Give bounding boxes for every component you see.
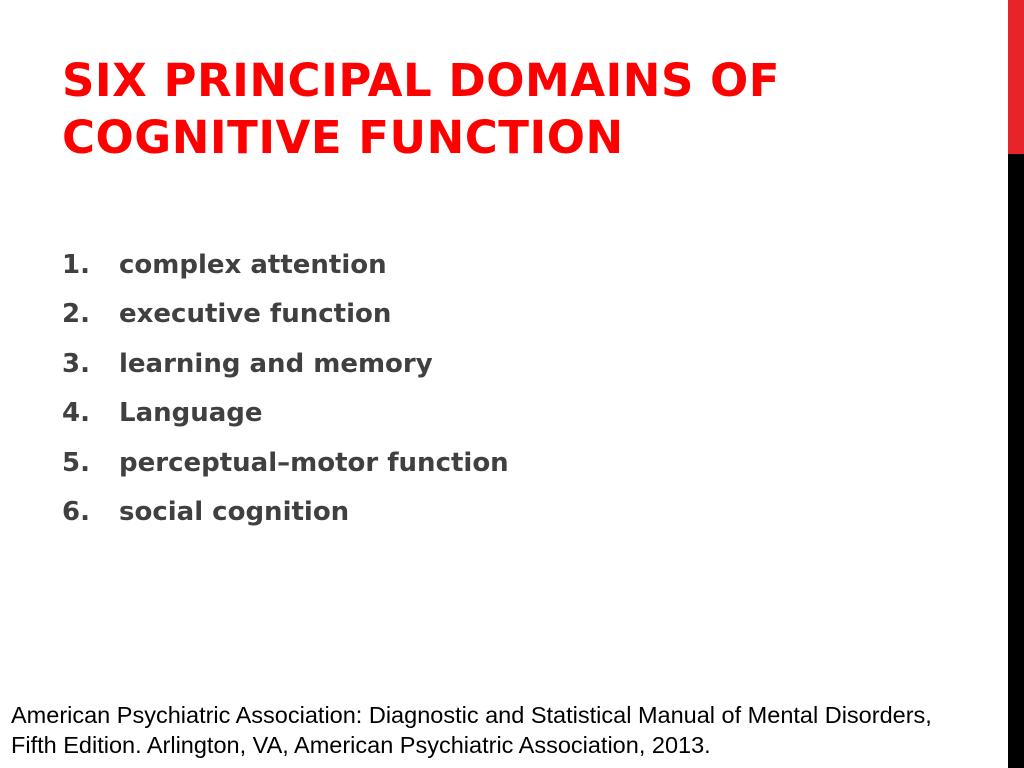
accent-bar-black	[1008, 154, 1024, 768]
citation-line-1: American Psychiatric Association: Diagno…	[11, 702, 932, 728]
list-item-label: complex attention	[119, 250, 387, 280]
list-item: 5. perceptual–motor function	[62, 448, 509, 497]
list-item-number: 6.	[62, 496, 90, 527]
list-item-label: social cognition	[119, 496, 350, 527]
list-item-number: 4.	[62, 398, 90, 429]
citation: American Psychiatric Association: Diagno…	[11, 700, 1011, 760]
list-item-label: perceptual–motor function	[119, 447, 509, 478]
citation-line-2: Fifth Edition. Arlington, VA, American P…	[11, 732, 711, 758]
list-item-label: executive function	[119, 299, 392, 330]
list-item: 2. executive function	[62, 299, 509, 348]
list-item: 4. Language	[62, 398, 509, 447]
list-item-number: 2.	[62, 299, 90, 330]
list-item-label: learning and memory	[119, 348, 433, 379]
list-item-number: 5.	[62, 447, 90, 478]
list-item: 3. learning and memory	[62, 349, 509, 398]
accent-bar-red	[1008, 0, 1024, 154]
slide-title: SIX PRINCIPAL DOMAINS OF COGNITIVE FUNCT…	[62, 52, 962, 166]
list-item: 1. complex attention	[62, 250, 509, 299]
slide-title-line-1: SIX PRINCIPAL DOMAINS OF	[62, 54, 781, 107]
list-item-number: 1.	[62, 250, 90, 280]
list-item: 6. social cognition	[62, 497, 509, 546]
slide-title-line-2: COGNITIVE FUNCTION	[62, 111, 624, 164]
domain-list: 1. complex attention 2. executive functi…	[62, 250, 509, 546]
list-item-label: Language	[119, 398, 263, 429]
list-item-number: 3.	[62, 348, 90, 379]
